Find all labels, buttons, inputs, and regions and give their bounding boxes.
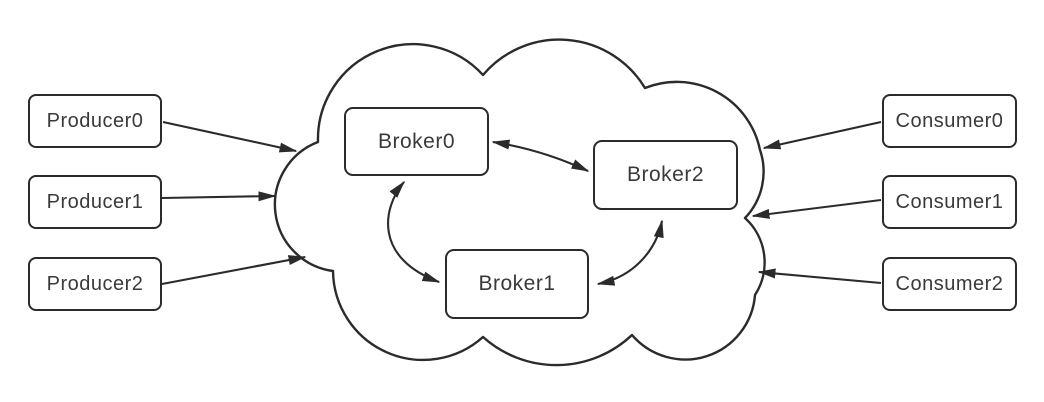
node-producer1-label: Producer1: [46, 190, 144, 213]
node-consumer1: Consumer1: [882, 175, 1017, 229]
node-broker0-label: Broker0: [377, 129, 456, 153]
node-broker2: Broker2: [593, 140, 738, 210]
node-consumer1-label: Consumer1: [895, 190, 1004, 213]
node-producer0: Producer0: [28, 94, 162, 148]
edge-consumer0-to-cluster: [762, 120, 882, 150]
node-broker1: Broker1: [445, 249, 589, 319]
node-broker1-label: Broker1: [478, 272, 556, 295]
edge-broker0-broker1: [387, 180, 441, 283]
node-broker0: Broker0: [344, 107, 489, 176]
node-producer2: Producer2: [28, 257, 162, 311]
edge-consumer2-to-cluster: [757, 268, 882, 285]
edge-broker1-broker2: [596, 219, 664, 286]
node-consumer2: Consumer2: [882, 257, 1017, 311]
node-producer2-label: Producer2: [46, 272, 144, 295]
node-consumer0: Consumer0: [882, 94, 1017, 148]
edge-broker0-broker2: [491, 139, 590, 172]
node-consumer2-label: Consumer2: [895, 272, 1004, 295]
edge-producer1-to-cluster: [161, 191, 277, 202]
edge-consumer1-to-cluster: [751, 198, 882, 219]
node-producer1: Producer1: [28, 175, 162, 229]
node-producer0-label: Producer0: [46, 109, 144, 132]
node-consumer0-label: Consumer0: [895, 109, 1004, 132]
edge-producer2-to-cluster: [161, 255, 307, 286]
edge-producer0-to-cluster: [162, 120, 298, 153]
node-broker2-label: Broker2: [626, 163, 705, 186]
